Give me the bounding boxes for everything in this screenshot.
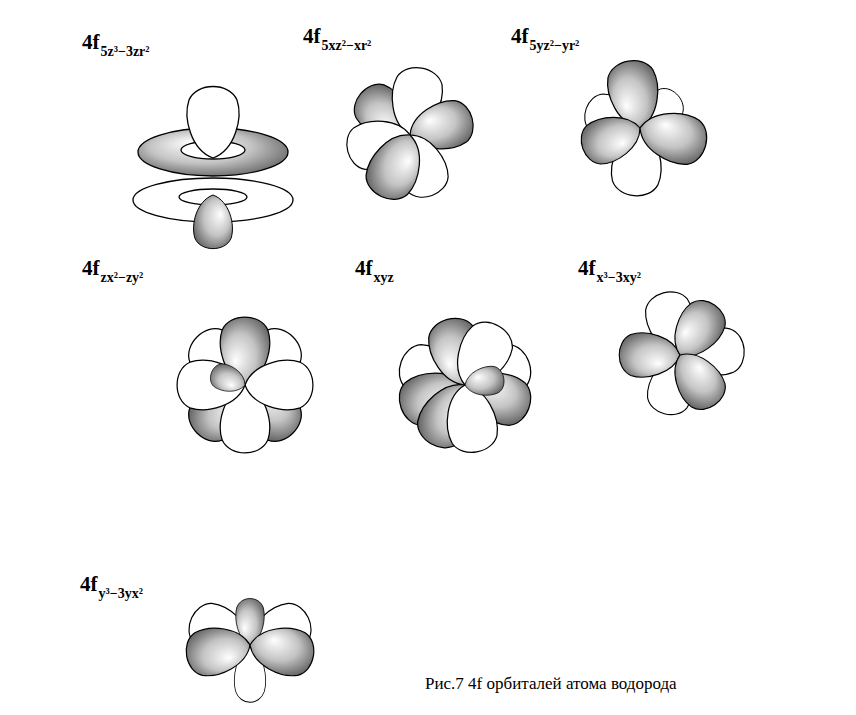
orbital-label: 4f5z³−3zr² xyxy=(82,30,150,60)
orbital-subscript: 5xz²−xr² xyxy=(322,38,372,53)
orbital-name: 4f xyxy=(82,256,100,280)
orbital-label: 4f5xz²−xr² xyxy=(303,24,371,54)
orbital-label: 4fx³−3xy² xyxy=(578,256,641,286)
orbital-xyz xyxy=(393,313,538,456)
orbital-label: 4fzx²−zy² xyxy=(82,256,143,286)
orbital-name: 4f xyxy=(82,30,100,54)
orbital-lobe xyxy=(359,125,432,207)
orbital-lobe xyxy=(194,195,233,249)
orbital-lobe xyxy=(246,622,317,679)
orbital-subscript: y³−3yx² xyxy=(99,586,143,601)
orbital-5z3 xyxy=(133,87,293,249)
orbital-lobe xyxy=(207,361,249,398)
orbital-5yz2 xyxy=(575,57,712,198)
orbital-lobe xyxy=(183,622,254,679)
orbital-subscript: x³−3xy² xyxy=(597,270,641,285)
orbital-subscript: 5z³−3zr² xyxy=(101,44,150,59)
orbital-subscript: zx²−zy² xyxy=(101,270,144,285)
orbital-lobe xyxy=(187,87,239,159)
orbital-label: 4f5yz²−yr² xyxy=(511,24,579,54)
orbital-lobe xyxy=(463,364,507,399)
orbital-y3 xyxy=(182,597,318,703)
orbital-5xz2 xyxy=(342,64,478,207)
orbital-lobe xyxy=(634,104,712,169)
orbital-subscript: 5yz²−yr² xyxy=(530,38,580,53)
orbital-name: 4f xyxy=(80,572,98,596)
orbital-lobe xyxy=(575,107,647,169)
orbital-zx2 xyxy=(177,317,313,453)
orbital-label: 4fxyz xyxy=(355,256,394,286)
orbital-name: 4f xyxy=(511,24,529,48)
figure-caption: Рис.7 4f орбиталей атома водорода xyxy=(425,674,677,694)
orbital-name: 4f xyxy=(578,256,596,280)
orbital-lobe xyxy=(245,360,313,409)
orbital-lobe xyxy=(619,333,680,377)
orbital-label: 4fy³−3yx² xyxy=(80,572,143,602)
orbital-subscript: xyz xyxy=(374,270,394,285)
orbital-name: 4f xyxy=(355,256,373,280)
orbital-lobe xyxy=(662,342,733,417)
orbital-name: 4f xyxy=(303,24,321,48)
orbital-x3 xyxy=(619,287,746,420)
